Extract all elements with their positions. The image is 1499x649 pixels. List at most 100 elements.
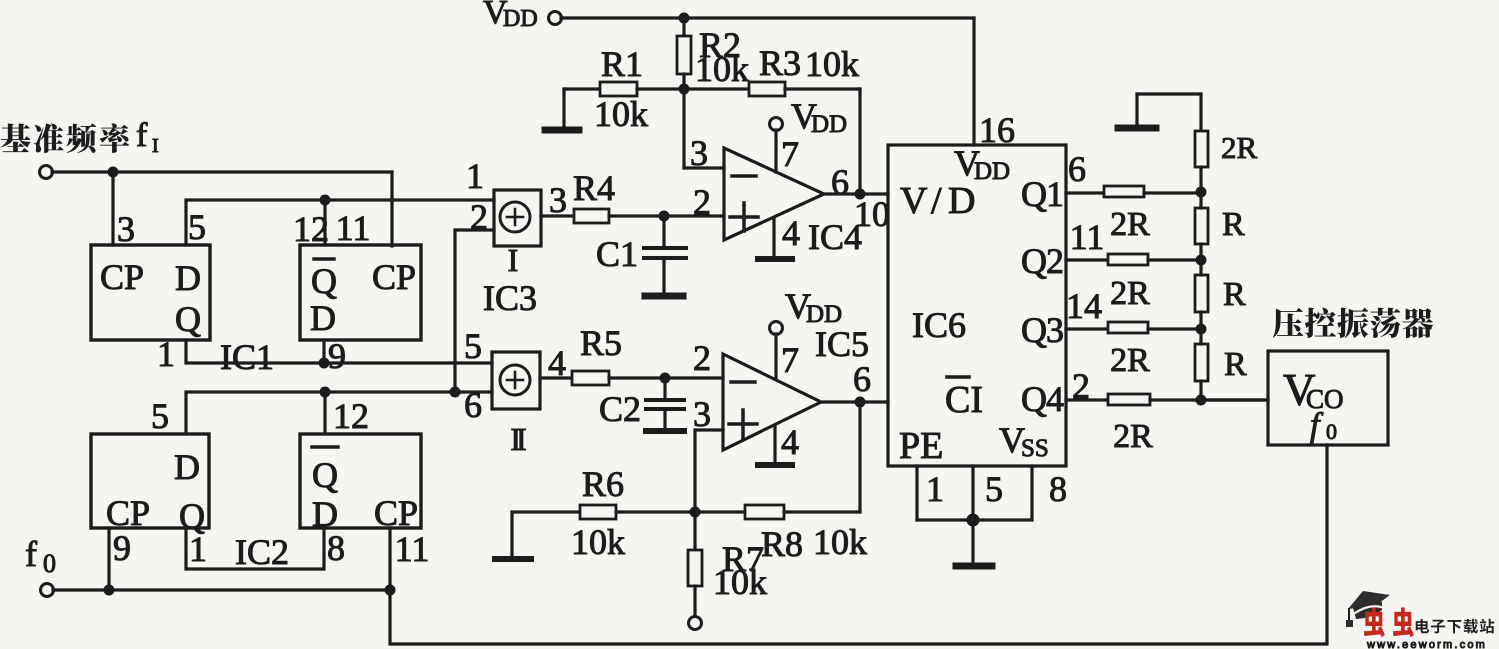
svg-text:14: 14	[1066, 286, 1102, 326]
svg-text:11: 11	[336, 208, 371, 248]
svg-text:IC6: IC6	[912, 305, 966, 345]
svg-text:C1: C1	[596, 234, 638, 274]
svg-text:R3: R3	[759, 43, 801, 83]
svg-text:10k: 10k	[695, 49, 749, 89]
svg-text:6: 6	[853, 359, 871, 399]
svg-text:10k: 10k	[813, 522, 867, 562]
svg-text:DD: DD	[811, 111, 847, 138]
svg-text:10k: 10k	[571, 522, 625, 562]
svg-text:2: 2	[1072, 366, 1090, 406]
svg-text:11: 11	[1070, 217, 1105, 257]
svg-text:IC5: IC5	[815, 324, 869, 364]
svg-text:Q: Q	[175, 299, 201, 339]
svg-text:8: 8	[1049, 469, 1067, 509]
svg-text:2R: 2R	[1113, 418, 1153, 455]
svg-text:2R: 2R	[1110, 275, 1150, 312]
svg-text:4: 4	[782, 213, 800, 253]
svg-text:4: 4	[548, 343, 566, 383]
svg-text:R4: R4	[573, 168, 615, 208]
svg-text:Q: Q	[312, 455, 338, 495]
svg-text:Q1: Q1	[1021, 174, 1063, 214]
svg-text:D: D	[312, 494, 338, 534]
svg-text:2: 2	[693, 338, 711, 378]
svg-text:3: 3	[549, 180, 567, 220]
svg-text:D: D	[948, 180, 975, 222]
svg-text:V: V	[954, 143, 980, 183]
svg-text:8: 8	[327, 528, 345, 568]
svg-text:www.eeworm.com: www.eeworm.com	[1366, 639, 1487, 649]
svg-text:9: 9	[328, 336, 346, 376]
svg-text:12: 12	[333, 396, 369, 436]
svg-text:R1: R1	[601, 44, 643, 84]
svg-text:11: 11	[395, 529, 430, 569]
svg-text:PE: PE	[899, 425, 943, 467]
svg-text:R2: R2	[699, 25, 741, 65]
svg-text:IC1: IC1	[220, 337, 274, 377]
svg-text:3: 3	[690, 133, 708, 173]
svg-text:V: V	[900, 180, 928, 222]
svg-text:0: 0	[1326, 419, 1337, 444]
svg-text:9: 9	[113, 528, 131, 568]
svg-text:I: I	[508, 242, 519, 278]
svg-text:R8: R8	[761, 524, 803, 564]
svg-text:7: 7	[781, 134, 799, 174]
svg-text:CP: CP	[374, 493, 418, 533]
svg-text:3: 3	[117, 209, 135, 249]
svg-text:IC2: IC2	[235, 532, 289, 572]
svg-text:SS: SS	[1021, 435, 1049, 462]
svg-text:CP: CP	[106, 493, 150, 533]
svg-text:2R: 2R	[1110, 206, 1150, 243]
svg-text:CP: CP	[372, 257, 416, 297]
svg-text:10k: 10k	[713, 562, 767, 602]
svg-text:6: 6	[464, 385, 482, 425]
svg-text:3: 3	[693, 394, 711, 434]
svg-text:1: 1	[466, 156, 484, 196]
svg-text:10k: 10k	[594, 94, 648, 134]
svg-text:R7: R7	[722, 539, 764, 579]
svg-text:12: 12	[293, 209, 329, 249]
svg-text:IC3: IC3	[483, 278, 537, 318]
svg-text:DD: DD	[806, 301, 842, 328]
svg-text:5: 5	[188, 207, 206, 247]
svg-text:D: D	[310, 298, 336, 338]
svg-text:CI: CI	[945, 379, 983, 421]
svg-text:2: 2	[470, 197, 488, 237]
svg-text:R: R	[1222, 206, 1245, 243]
svg-text:R5: R5	[580, 323, 622, 363]
svg-text:2R: 2R	[1110, 342, 1150, 379]
svg-text:f: f	[136, 117, 148, 154]
svg-text:10: 10	[854, 194, 890, 234]
svg-text:D: D	[175, 258, 201, 298]
svg-text:Q3: Q3	[1021, 310, 1063, 350]
svg-text:5: 5	[985, 469, 1003, 509]
svg-text:V: V	[999, 420, 1025, 460]
svg-text:7: 7	[781, 340, 799, 380]
svg-text:6: 6	[1068, 149, 1086, 189]
svg-text:R6: R6	[582, 464, 624, 504]
svg-text:1: 1	[926, 469, 944, 509]
svg-text:/: /	[931, 180, 942, 222]
svg-text:2R: 2R	[1221, 130, 1258, 165]
svg-text:CP: CP	[100, 257, 144, 297]
svg-text:0: 0	[43, 549, 56, 578]
svg-text:V: V	[785, 286, 811, 326]
svg-text:5: 5	[151, 396, 169, 436]
svg-text:DD: DD	[503, 6, 538, 32]
svg-text:f: f	[25, 534, 37, 574]
svg-text:10k: 10k	[805, 44, 859, 84]
svg-text:I: I	[152, 135, 159, 157]
svg-text:4: 4	[781, 422, 799, 462]
svg-text:C2: C2	[599, 389, 641, 429]
svg-text:IC4: IC4	[808, 217, 862, 257]
svg-text:R: R	[1223, 276, 1246, 313]
svg-text:Q4: Q4	[1021, 379, 1064, 419]
svg-text:Q: Q	[311, 261, 337, 301]
svg-text:5: 5	[464, 326, 482, 366]
svg-text:V: V	[483, 0, 508, 31]
svg-text:Q: Q	[179, 496, 205, 536]
svg-text:1: 1	[189, 529, 207, 569]
svg-text:D: D	[174, 447, 200, 487]
svg-text:16: 16	[979, 110, 1015, 150]
svg-text:DD: DD	[974, 158, 1010, 185]
svg-text:Q2: Q2	[1021, 241, 1063, 281]
